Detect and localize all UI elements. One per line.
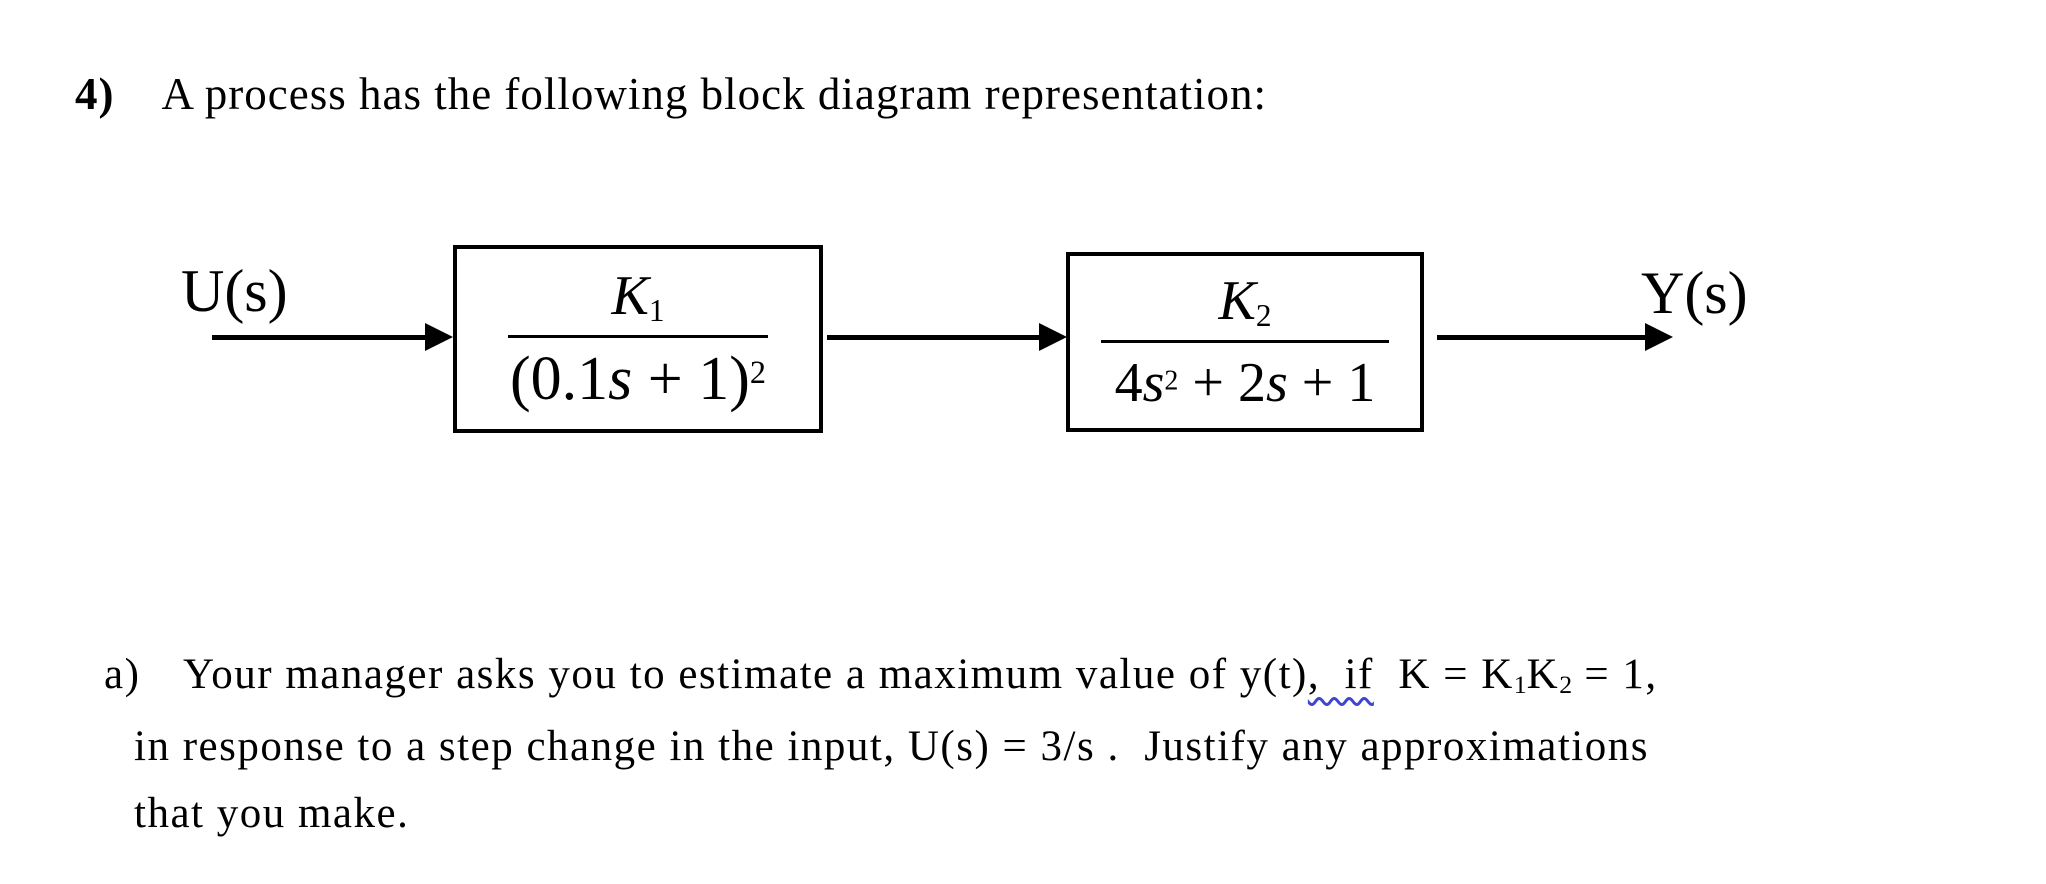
question-line-1: Your manager asks you to estimate a maxi…	[183, 651, 1658, 700]
question-line-3: that you make.	[134, 790, 410, 837]
grammar-flagged-text: , if	[1307, 651, 1374, 698]
question-label: a)	[104, 651, 141, 698]
middle-arrow-line	[827, 335, 1039, 340]
transfer-function-1: K1 (0.1s + 1)2	[457, 249, 819, 429]
problem-number: 4)	[75, 68, 115, 119]
problem-title: 4) A process has the following block diag…	[26, 20, 1267, 169]
question-line-2: in response to a step change in the inpu…	[134, 723, 1649, 770]
fraction-bar-1	[508, 334, 768, 338]
fraction-bar-2	[1101, 339, 1389, 343]
transfer-block-2: K2 4s2 + 2s + 1	[1066, 252, 1424, 432]
output-arrow-line	[1437, 335, 1645, 340]
denominator-1: (0.1s + 1)2	[509, 344, 767, 413]
middle-arrow-head-icon	[1039, 323, 1067, 351]
numerator-1: K1	[611, 265, 665, 329]
input-arrow-line	[212, 335, 425, 340]
output-signal-label: Y(s)	[1641, 260, 1748, 326]
problem-title-text: A process has the following block diagra…	[161, 68, 1267, 119]
output-arrow-head-icon	[1645, 323, 1673, 351]
input-arrow-head-icon	[425, 323, 453, 351]
transfer-block-1: K1 (0.1s + 1)2	[453, 245, 823, 433]
transfer-function-2: K2 4s2 + 2s + 1	[1070, 256, 1420, 428]
input-signal-label: U(s)	[181, 258, 288, 324]
numerator-2: K2	[1218, 270, 1272, 334]
denominator-2: 4s2 + 2s + 1	[1114, 351, 1376, 414]
